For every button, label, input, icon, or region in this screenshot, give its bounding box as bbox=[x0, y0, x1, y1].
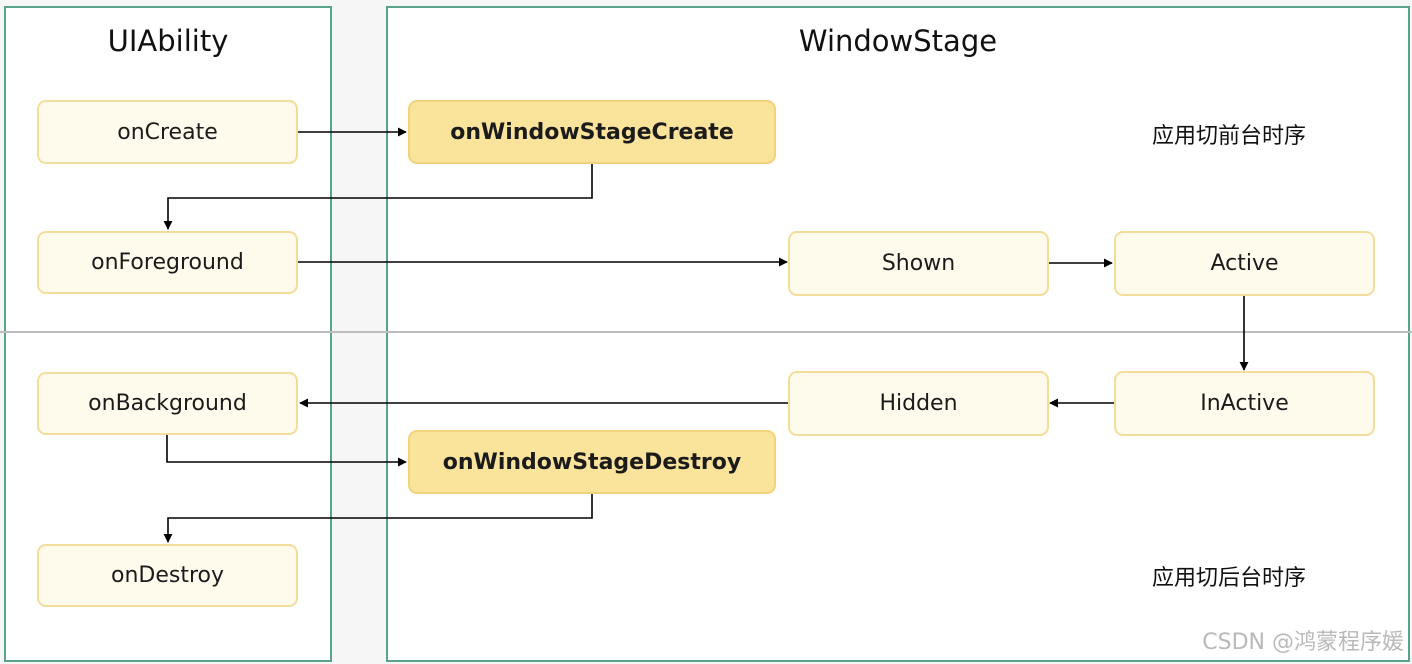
node-onbackground: onBackground bbox=[37, 372, 298, 435]
node-active: Active bbox=[1114, 231, 1375, 296]
arrow-windowstagecreate-to-onforeground bbox=[163, 164, 593, 230]
node-onwindowstagecreate: onWindowStageCreate bbox=[408, 100, 776, 164]
arrow-windowstagedestroy-to-ondestroy bbox=[163, 494, 593, 543]
uiability-title: UIAbility bbox=[107, 24, 229, 58]
node-oncreate: onCreate bbox=[37, 100, 298, 164]
node-onwindowstagedestroy: onWindowStageDestroy bbox=[408, 430, 776, 494]
node-ondestroy: onDestroy bbox=[37, 544, 298, 607]
windowstage-title: WindowStage bbox=[798, 24, 998, 58]
foreground-sequence-note: 应用切前台时序 bbox=[1152, 124, 1307, 149]
node-onforeground: onForeground bbox=[37, 231, 298, 294]
windowstage-panel: WindowStage bbox=[386, 6, 1410, 662]
node-inactive: InActive bbox=[1114, 371, 1375, 436]
csdn-watermark: CSDN @鸿蒙程序媛 bbox=[1202, 630, 1404, 655]
background-sequence-note: 应用切后台时序 bbox=[1152, 566, 1307, 591]
arrow-onbackground-to-windowstagedestroy bbox=[166, 435, 407, 467]
node-shown: Shown bbox=[788, 231, 1049, 296]
phase-divider bbox=[0, 331, 1412, 333]
node-hidden: Hidden bbox=[788, 371, 1049, 436]
